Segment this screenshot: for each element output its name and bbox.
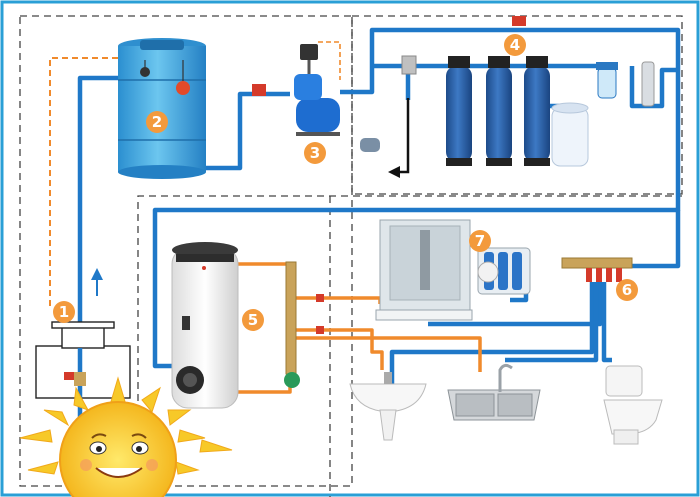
- marker-3-label: 3: [310, 144, 320, 162]
- reverse-osmosis-filter: [477, 247, 531, 295]
- shower-cabin: [375, 219, 473, 321]
- marker-3: 3: [304, 142, 326, 164]
- flow-arrow: [91, 268, 103, 296]
- kitchen-sink: [447, 363, 541, 421]
- marker-4: 4: [504, 34, 526, 56]
- drain-arrow: [388, 166, 400, 178]
- cold-manifold: [561, 257, 633, 282]
- signal-line: [49, 57, 118, 310]
- boiler: [171, 242, 239, 409]
- filter-block: [360, 16, 655, 167]
- marker-6-label: 6: [622, 281, 632, 299]
- hot-manifold: [284, 261, 324, 388]
- pump-station: [252, 44, 340, 136]
- marker-6: 6: [616, 279, 638, 301]
- storage-tank: [118, 38, 206, 179]
- sun-illustration: [19, 376, 233, 497]
- marker-2-label: 2: [152, 113, 162, 131]
- pump-signal-line: [318, 41, 341, 80]
- drain-line: [396, 98, 410, 174]
- marker-5-label: 5: [248, 311, 258, 329]
- marker-1-label: 1: [59, 303, 69, 321]
- marker-7: 7: [469, 230, 491, 252]
- marker-7-label: 7: [475, 232, 485, 250]
- marker-5: 5: [242, 309, 264, 331]
- marker-4-label: 4: [510, 36, 520, 54]
- zone-borders: [19, 15, 683, 497]
- marker-2: 2: [146, 111, 168, 133]
- marker-1: 1: [53, 301, 75, 323]
- toilet: [603, 365, 663, 445]
- washbasin: [349, 372, 427, 441]
